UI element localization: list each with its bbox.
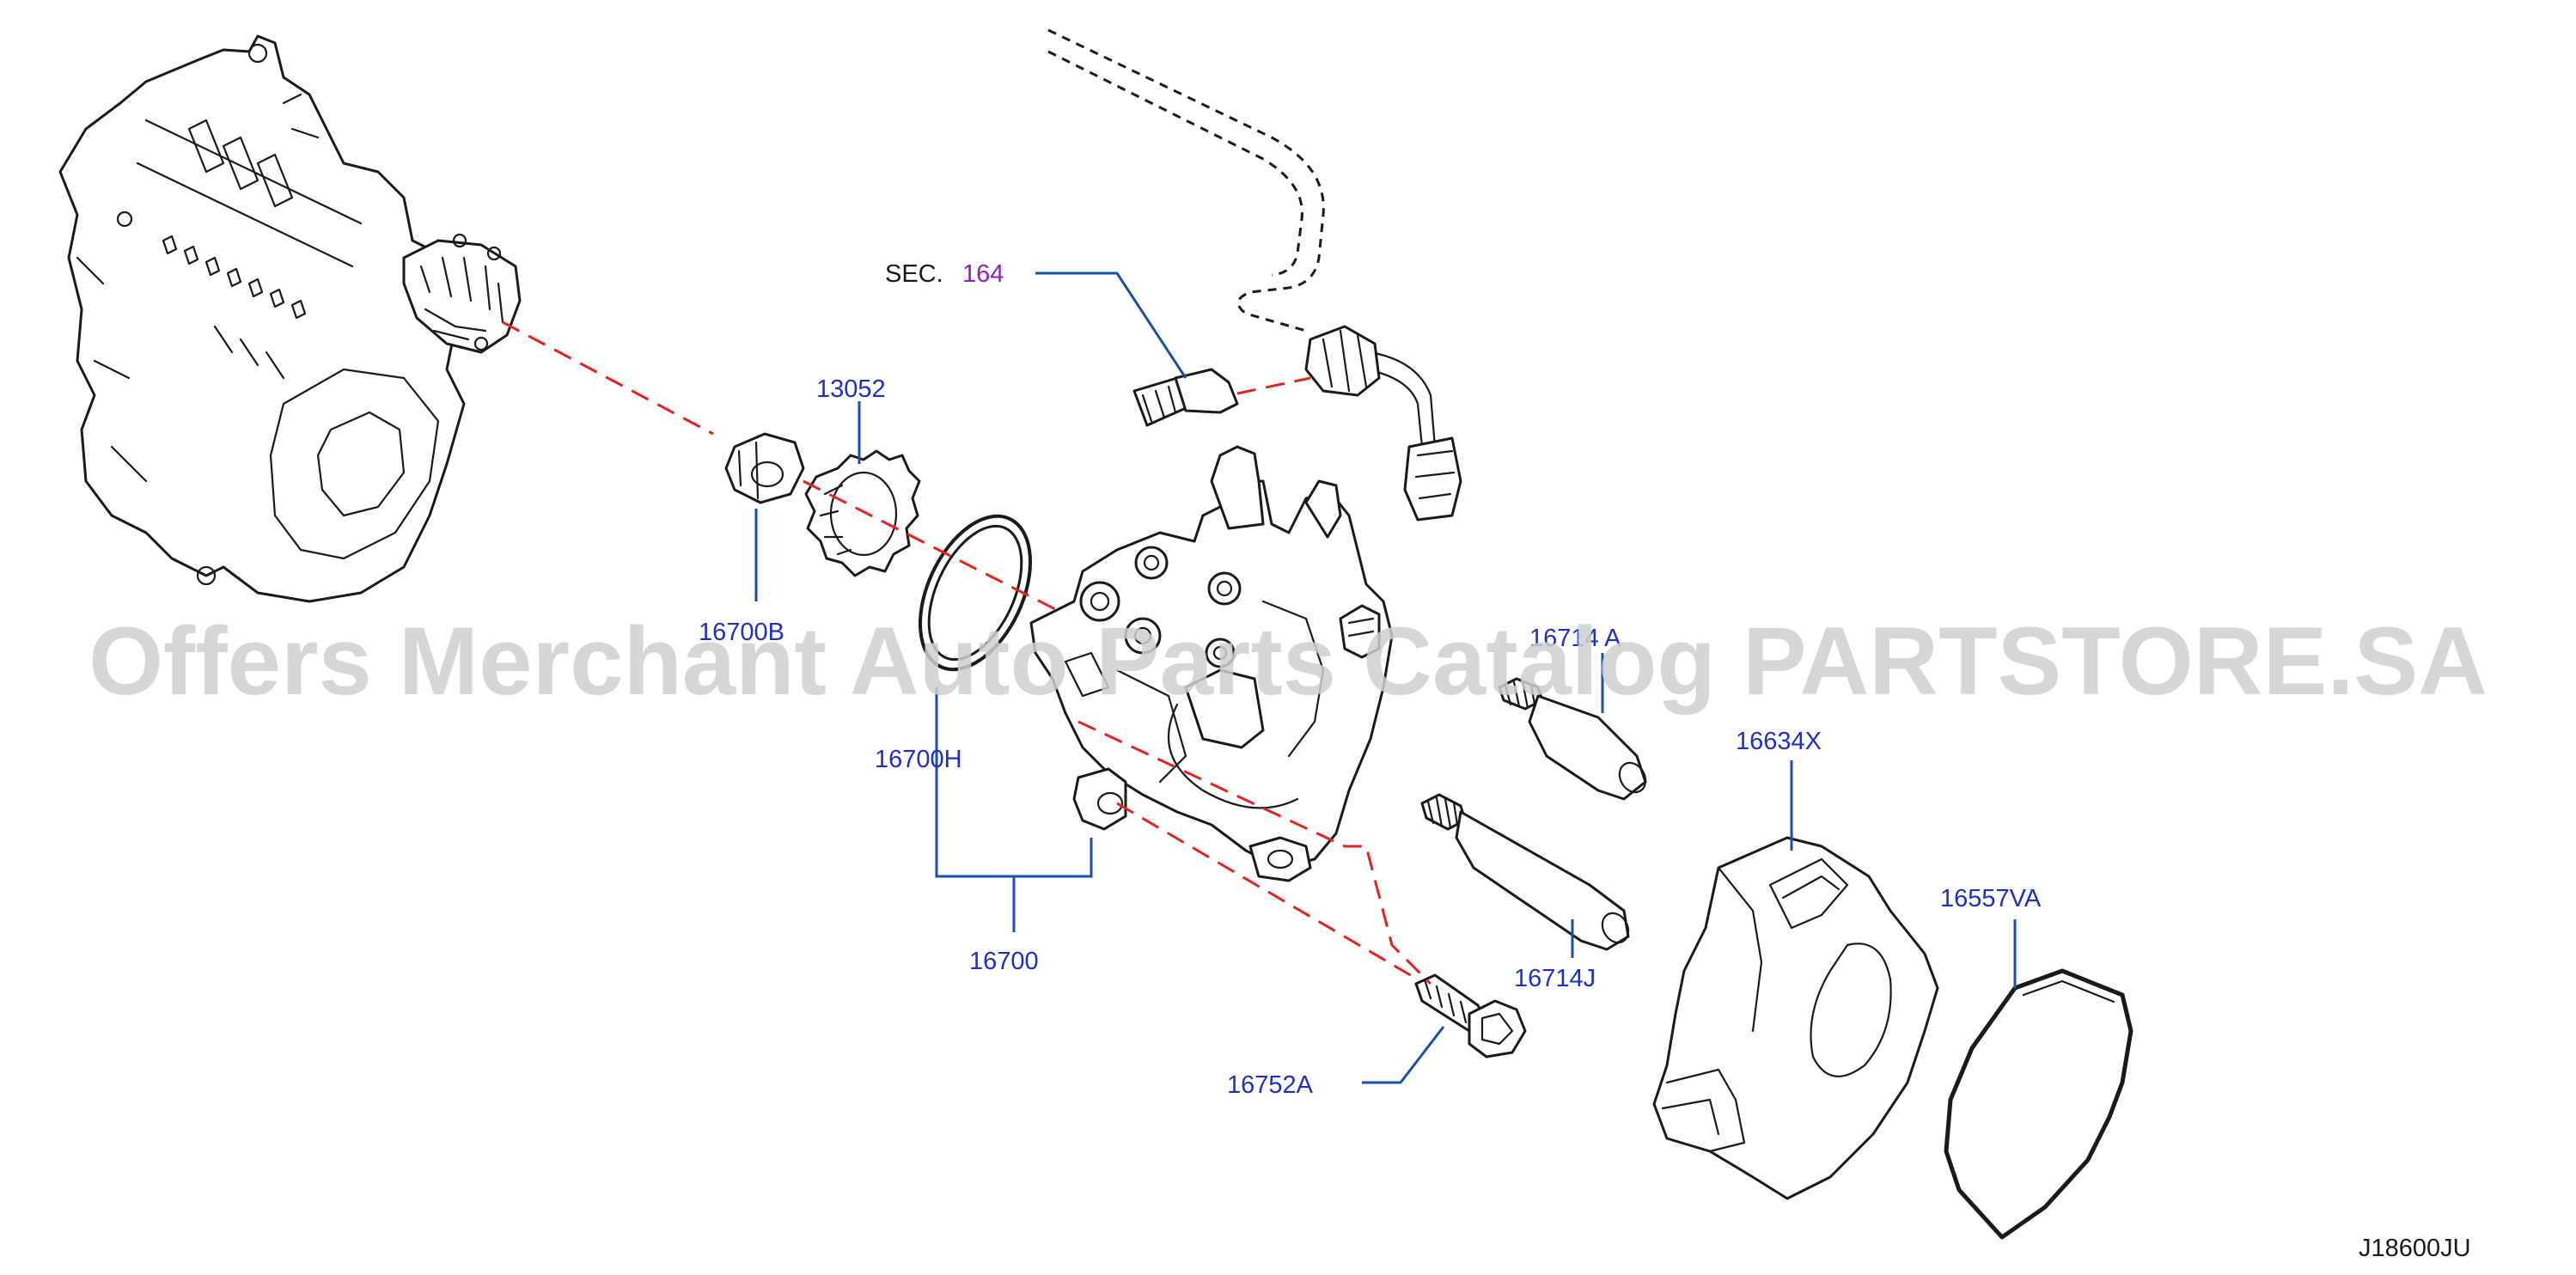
gasket-16557VA-drawing xyxy=(1944,968,2133,1240)
watermark-text: Offers Merchant Auto Parts Catalog PARTS… xyxy=(89,607,2487,715)
bolt-16752A-drawing xyxy=(1414,973,1527,1058)
sprocket-13052-drawing xyxy=(804,449,921,577)
label-16557VA[interactable]: 16557VA xyxy=(1940,885,2042,912)
label-16634X[interactable]: 16634X xyxy=(1736,728,1822,755)
leader-lines xyxy=(754,271,2017,1084)
nut-16700B-drawing xyxy=(724,432,805,504)
sec-prefix-label: SEC. xyxy=(885,260,943,288)
stud-16714J-drawing xyxy=(1420,793,1630,951)
label-16700H[interactable]: 16700H xyxy=(875,746,962,773)
sec-164-link[interactable]: 164 xyxy=(962,260,1004,288)
fuel-pump-16700-drawing xyxy=(1029,445,1394,882)
label-16752A[interactable]: 16752A xyxy=(1227,1071,1314,1099)
cover-16634X-drawing xyxy=(1652,836,1939,1200)
diagram-code: J18600JU xyxy=(2359,1235,2471,1262)
label-16700[interactable]: 16700 xyxy=(969,948,1039,975)
wiring-harness-drawing xyxy=(1047,28,1462,522)
engine-block-drawing xyxy=(58,34,522,603)
alignment-lines xyxy=(502,320,1432,985)
pressure-sensor-drawing xyxy=(1132,368,1239,427)
o-ring-16700H-drawing xyxy=(918,514,1033,672)
label-13052[interactable]: 13052 xyxy=(816,375,886,403)
label-16700B[interactable]: 16700B xyxy=(699,619,784,646)
label-16714A[interactable]: 16714 A xyxy=(1529,625,1621,652)
label-16714J[interactable]: 16714J xyxy=(1514,965,1596,992)
stud-16714A-drawing xyxy=(1498,677,1647,801)
labels: SEC. 164 13052 16700B 16700H 16700 16714… xyxy=(699,260,2471,1262)
